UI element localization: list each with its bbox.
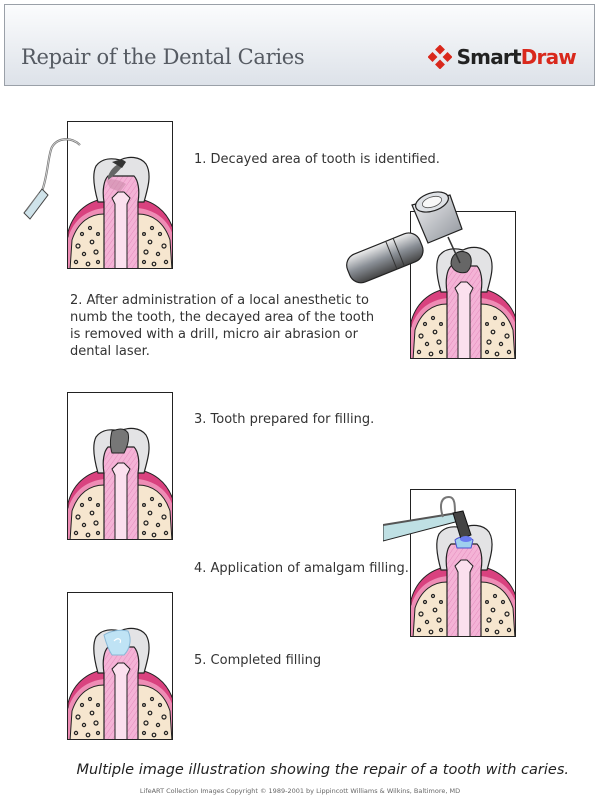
logo-text-smart: Smart	[456, 45, 522, 69]
tooth-icon	[68, 156, 172, 268]
step-5-illustration	[67, 592, 173, 740]
step-1-illustration	[67, 121, 173, 269]
tooth-icon	[68, 427, 172, 539]
dental-drill-icon	[346, 191, 463, 284]
page-title: Repair of the Dental Caries	[21, 45, 305, 69]
explorer-probe-icon	[23, 138, 81, 220]
step-5-caption: 5. Completed filling	[194, 653, 322, 668]
step-1-caption: 1. Decayed area of tooth is identified.	[194, 152, 440, 167]
step-2-illustration	[410, 211, 516, 359]
step-3-caption: 3. Tooth prepared for filling.	[194, 412, 375, 427]
step-3-illustration	[67, 392, 173, 540]
tooth-icon	[68, 627, 172, 739]
filling-applicator-icon	[383, 495, 472, 542]
figure-caption: Multiple image illustration showing the …	[76, 762, 569, 778]
copyright-notice: LifeART Collection Images Copyright © 19…	[139, 787, 461, 795]
step-4-caption: 4. Application of amalgam filling.	[194, 561, 409, 576]
diamond-logo-icon	[427, 45, 452, 69]
step-2-caption: 2. After administration of a local anest…	[70, 293, 375, 359]
logo-text-draw: Draw	[520, 45, 577, 69]
